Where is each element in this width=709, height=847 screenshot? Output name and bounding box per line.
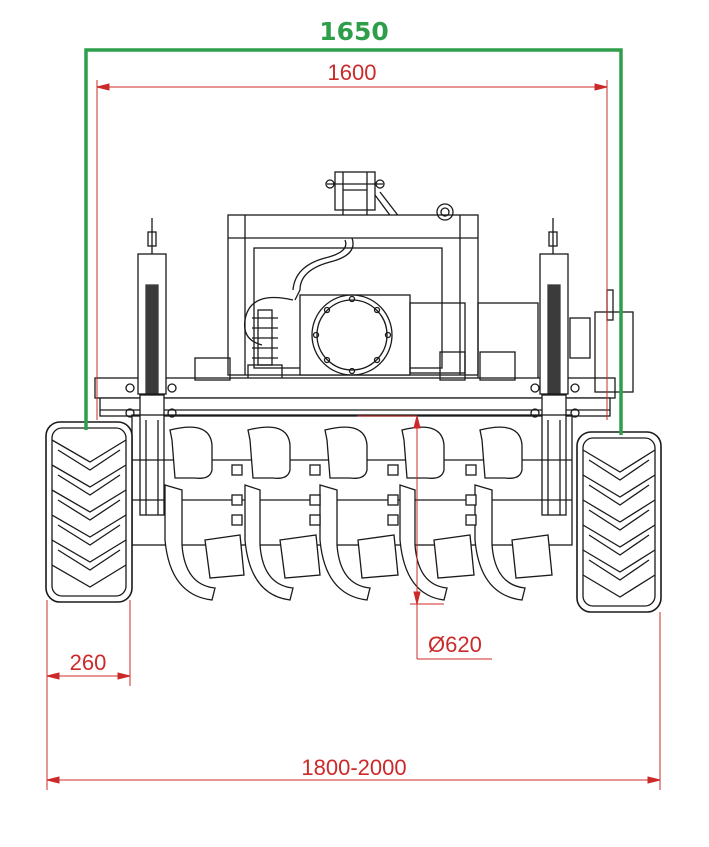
- dimension-label-diameter: Ø620: [428, 632, 482, 657]
- dimension-label-260: 260: [70, 650, 107, 675]
- dimension-overall-green: 1650: [84, 17, 623, 435]
- tiller-blades: [164, 426, 553, 601]
- dimension-label-1800-2000: 1800-2000: [301, 755, 406, 780]
- gearbox-drum: [299, 294, 539, 384]
- dimension-wheel-width: 260: [46, 600, 131, 790]
- machine-outline: [45, 171, 662, 613]
- right-wheel: [576, 431, 662, 613]
- dimension-label-1600: 1600: [328, 60, 377, 85]
- dimension-working-width: 1600: [96, 60, 608, 420]
- main-beam: [94, 351, 616, 418]
- dimension-rotor-diameter: Ø620: [357, 415, 492, 660]
- left-side-column: [137, 218, 167, 516]
- dimension-track-width: 1800-2000: [46, 612, 661, 790]
- dimension-label-1650: 1650: [319, 17, 389, 46]
- pto-spring: [247, 309, 283, 380]
- left-wheel: [45, 421, 133, 603]
